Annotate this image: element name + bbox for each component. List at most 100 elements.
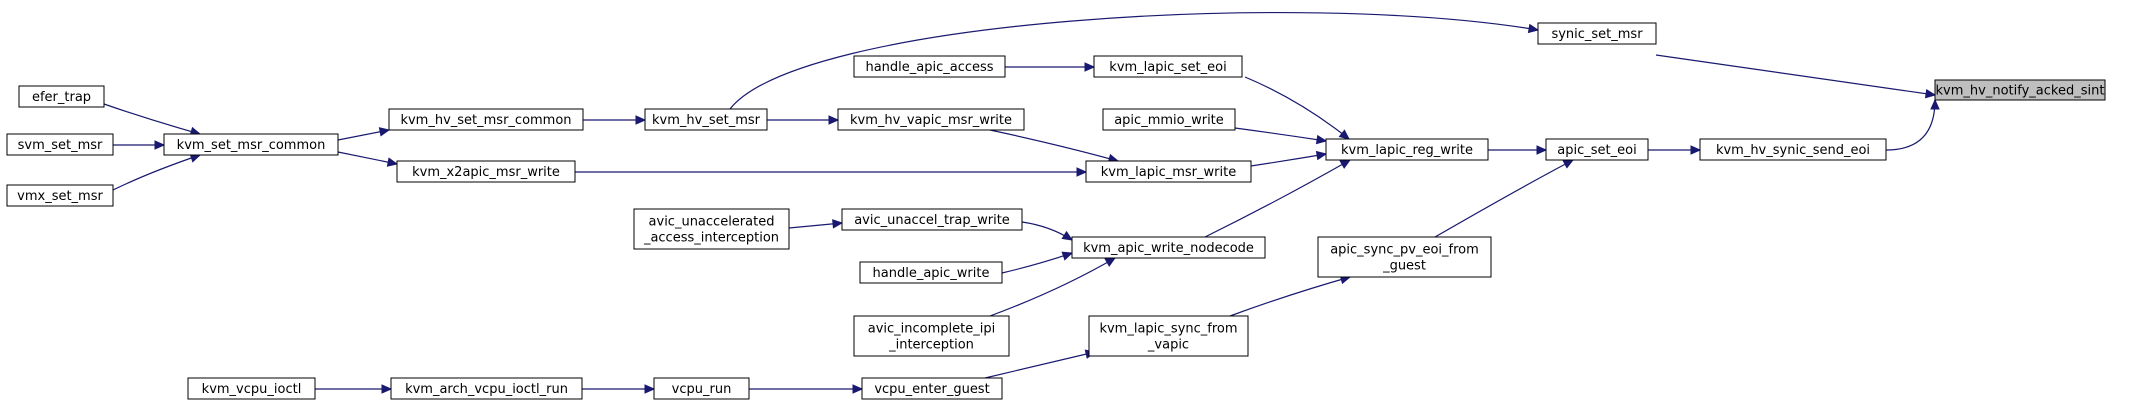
node-box <box>861 377 1003 400</box>
node-label: kvm_arch_vcpu_ioctl_run <box>405 382 568 397</box>
node-kvm-hv-vapic-msr-write[interactable]: kvm_hv_vapic_msr_write <box>837 108 1025 131</box>
node-kvm-hv-set-msr[interactable]: kvm_hv_set_msr <box>644 108 768 131</box>
node-avic-unaccel-trap-write[interactable]: avic_unaccel_trap_write <box>841 208 1023 231</box>
node-box <box>1325 138 1489 161</box>
node-box <box>396 160 576 183</box>
node-label: avic_incomplete_ipi <box>868 322 995 337</box>
edge-line <box>989 257 1116 317</box>
arrowhead-icon <box>1924 88 1937 99</box>
node-kvm-hv-synic-send-eoi[interactable]: kvm_hv_synic_send_eoi <box>1699 138 1887 161</box>
node-label: avic_unaccelerated <box>649 215 775 230</box>
node-avic-incomplete-ipi-interception[interactable]: avic_incomplete_ipi_interception <box>853 315 1010 357</box>
node-kvm-lapic-msr-write[interactable]: kvm_lapic_msr_write <box>1085 160 1252 183</box>
node-vmx-set-msr[interactable]: vmx_set_msr <box>6 184 114 207</box>
arrowhead-icon <box>1339 159 1352 169</box>
node-kvm-apic-write-nodecode[interactable]: kvm_apic_write_nodecode <box>1071 236 1266 259</box>
nodes-layer: kvm_hv_notify_acked_sint synic_set_msrkvm… <box>6 22 2106 400</box>
node-box <box>1934 79 2106 101</box>
node-apic-sync-pv-eoi-from-guest[interactable]: apic_sync_pv_eoi_from_guest <box>1317 236 1492 278</box>
edge-kvm-set-msr-common-to-kvm-hv-set-msr-common <box>337 127 391 141</box>
node-kvm-hv-set-msr-common[interactable]: kvm_hv_set_msr_common <box>388 108 584 131</box>
node-label: kvm_lapic_reg_write <box>1341 143 1473 158</box>
node-kvm-hv-notify-acked-sint[interactable]: kvm_hv_notify_acked_sint <box>1934 79 2106 101</box>
node-vcpu-run[interactable]: vcpu_run <box>653 377 750 400</box>
arrowhead-icon <box>1061 230 1074 241</box>
edge-kvm-arch-vcpu-ioctl-run-to-vcpu-run <box>582 384 656 394</box>
node-label: kvm_vcpu_ioctl <box>202 382 302 397</box>
node-box <box>633 208 790 250</box>
arrowhead-icon <box>386 157 399 167</box>
node-synic-set-msr[interactable]: synic_set_msr <box>1537 22 1657 45</box>
node-box <box>1317 236 1492 278</box>
node-box <box>653 377 750 400</box>
arrowhead-icon <box>1084 62 1096 72</box>
arrowhead-icon <box>1338 129 1350 140</box>
node-label: kvm_apic_write_nodecode <box>1083 241 1254 256</box>
arrowhead-icon <box>1315 134 1328 145</box>
node-label: apic_mmio_write <box>1114 113 1224 128</box>
node-box <box>163 133 339 156</box>
node-label: apic_set_eoi <box>1557 143 1636 158</box>
node-box <box>853 315 1010 357</box>
edges-layer <box>103 12 1940 394</box>
node-label: kvm_lapic_sync_from <box>1099 322 1237 337</box>
node-box <box>1699 138 1887 161</box>
edge-apic-set-eoi-to-kvm-hv-synic-send-eoi <box>1648 145 1702 155</box>
node-apic-set-eoi[interactable]: apic_set_eoi <box>1545 138 1649 161</box>
node-box <box>1102 108 1236 131</box>
node-box <box>18 85 105 108</box>
node-label: kvm_hv_vapic_msr_write <box>850 113 1012 128</box>
arrowhead-icon <box>1315 150 1328 161</box>
node-label: kvm_hv_notify_acked_sint <box>1936 84 2105 99</box>
arrowhead-icon <box>1536 145 1548 155</box>
node-label: _access_interception <box>643 231 779 246</box>
node-kvm-lapic-set-eoi[interactable]: kvm_lapic_set_eoi <box>1093 55 1243 78</box>
edge-line <box>1204 159 1351 238</box>
arrowhead-icon <box>635 115 647 125</box>
node-kvm-lapic-sync-from-vapic[interactable]: kvm_lapic_sync_from_vapic <box>1088 315 1249 357</box>
node-kvm-x2apic-msr-write[interactable]: kvm_x2apic_msr_write <box>396 160 576 183</box>
edge-line <box>729 12 1539 110</box>
node-box <box>1545 138 1649 161</box>
node-svm-set-msr[interactable]: svm_set_msr <box>6 133 114 156</box>
edge-kvm-x2apic-msr-write-to-kvm-lapic-msr-write <box>575 167 1088 177</box>
node-box <box>388 108 584 131</box>
edge-svm-set-msr-to-kvm-set-msr-common <box>113 140 166 150</box>
arrowhead-icon <box>1690 145 1702 155</box>
edge-efer-trap-to-kvm-set-msr-common <box>103 103 202 137</box>
edge-line <box>1229 276 1351 317</box>
edge-kvm-hv-vapic-msr-write-to-kvm-lapic-msr-write <box>989 129 1120 164</box>
node-handle-apic-write[interactable]: handle_apic_write <box>859 261 1003 284</box>
arrowhead-icon <box>644 384 656 394</box>
node-kvm-arch-vcpu-ioctl-run[interactable]: kvm_arch_vcpu_ioctl_run <box>390 377 583 400</box>
arrowhead-icon <box>1061 251 1074 261</box>
node-efer-trap[interactable]: efer_trap <box>18 85 105 108</box>
edge-avic-incomplete-ipi-interception-to-kvm-apic-write-nodecode <box>989 257 1117 317</box>
edge-line <box>112 154 201 191</box>
edge-apic-sync-pv-eoi-from-guest-to-apic-set-eoi <box>1434 159 1575 238</box>
node-kvm-set-msr-common[interactable]: kvm_set_msr_common <box>163 133 339 156</box>
edge-line <box>337 151 398 165</box>
node-avic-unaccelerated-access-interception[interactable]: avic_unaccelerated_access_interception <box>633 208 790 250</box>
node-kvm-lapic-reg-write[interactable]: kvm_lapic_reg_write <box>1325 138 1489 161</box>
edge-kvm-hv-set-msr-to-kvm-hv-vapic-msr-write <box>767 115 840 125</box>
node-kvm-vcpu-ioctl[interactable]: kvm_vcpu_ioctl <box>187 377 316 400</box>
node-label: vcpu_run <box>672 382 732 397</box>
edge-handle-apic-write-to-kvm-apic-write-nodecode <box>1001 251 1074 274</box>
node-label: _interception <box>888 338 974 353</box>
node-apic-mmio-write[interactable]: apic_mmio_write <box>1102 108 1236 131</box>
edge-line <box>1434 159 1574 238</box>
node-box <box>1085 160 1252 183</box>
node-box <box>1088 315 1249 357</box>
arrowhead-icon <box>1930 98 1940 110</box>
edge-line <box>1250 153 1327 167</box>
edge-kvm-lapic-msr-write-to-kvm-lapic-reg-write <box>1250 150 1328 167</box>
node-box <box>187 377 316 400</box>
node-vcpu-enter-guest[interactable]: vcpu_enter_guest <box>861 377 1003 400</box>
node-box <box>1537 22 1657 45</box>
node-label: avic_unaccel_trap_write <box>854 213 1010 228</box>
edge-kvm-vcpu-ioctl-to-kvm-arch-vcpu-ioctl-run <box>315 384 393 394</box>
node-handle-apic-access[interactable]: handle_apic_access <box>853 55 1006 78</box>
arrowhead-icon <box>828 115 840 125</box>
